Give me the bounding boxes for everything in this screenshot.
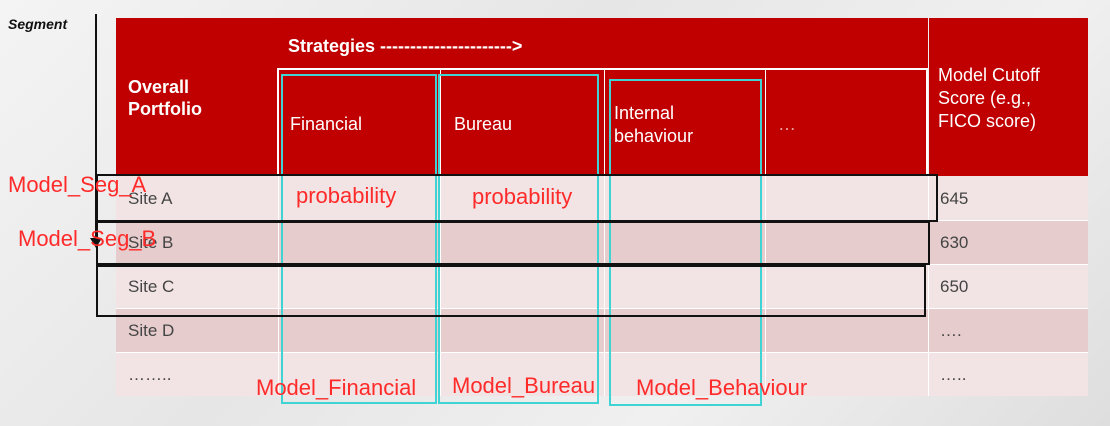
model-financial-label: Model_Financial [256,375,417,400]
probability-financial-label: probability [296,183,397,208]
row-divider [116,308,1088,309]
site-label: …….. [128,365,172,384]
col-divider [928,176,929,396]
site-label: Site D [128,321,175,340]
probability-bureau-label: probability [472,184,573,209]
strategy-financial-header: Financial [290,114,363,134]
strategies-header: Strategies ----------------------> [288,36,523,56]
site-label: Site C [128,277,175,296]
cutoff-value: …. [940,321,962,340]
header-strategies-block [278,18,928,176]
model-behaviour-box [609,79,762,406]
col-divider [278,176,279,396]
model-behaviour-label: Model_Behaviour [636,375,808,400]
strategy-more-header: … [778,114,796,134]
model-seg-c-box [96,265,926,317]
strategy-divider-2 [604,70,605,176]
overall-portfolio-header: Overall Portfolio [128,77,202,119]
model-seg-b-label: Model_Seg_B [18,226,157,251]
strategy-behaviour-header: Internal behaviour [614,103,694,146]
model-seg-a-label: Model_Seg_A [8,172,147,197]
header-overall-block [116,18,278,176]
cutoff-value: 650 [940,277,969,296]
strategy-bureau-header: Bureau [454,114,513,134]
strategy-divider-1 [440,70,441,176]
model-bureau-label: Model_Bureau [452,373,596,398]
row-divider [116,352,1088,353]
header-cutoff-block [929,18,1088,176]
cutoff-value: ….. [940,365,967,384]
segment-label: Segment [8,16,68,32]
col-divider [765,176,766,396]
col-divider [604,176,605,396]
model-seg-b-box [96,221,930,265]
cutoff-header: Model Cutoff Score (e.g., FICO score) [938,65,1040,131]
cutoff-value: 630 [940,233,969,252]
site-label: Site B [128,233,174,252]
cutoff-value: 645 [940,189,969,208]
model-financial-box [281,74,437,404]
strategies-subheader-outline [277,68,928,176]
segment-arrow-line [95,14,97,246]
site-label: Site A [128,189,173,208]
model-bureau-box [438,74,599,404]
strategy-divider-3 [765,70,766,176]
col-divider [440,176,441,396]
